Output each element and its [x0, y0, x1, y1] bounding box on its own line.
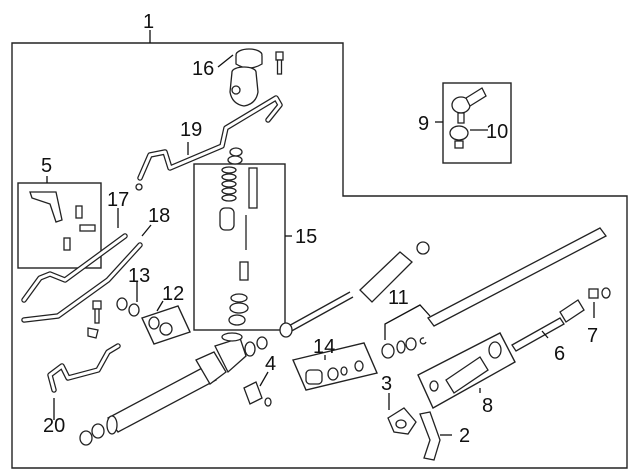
part-16-seal [235, 48, 263, 69]
callout-19: 19 [180, 119, 202, 141]
part-11-seals [381, 337, 427, 359]
part-8-boot [429, 341, 502, 394]
callout-4: 4 [265, 353, 276, 375]
box-15 [193, 163, 286, 331]
callout-3: 3 [381, 373, 392, 395]
leaders [46, 54, 595, 436]
part-15-valve-components [219, 147, 258, 326]
part-bolt-top [275, 51, 284, 75]
part-13-bushing [116, 297, 140, 317]
callout-10: 10 [486, 121, 508, 143]
callout-1: 1 [143, 11, 154, 33]
part-9-tie-rod-end [449, 87, 487, 149]
part-17-18-return-lines [21, 233, 143, 323]
part-bolt-left [87, 300, 102, 339]
callout-13: 13 [128, 265, 150, 287]
callout-5: 5 [41, 155, 52, 177]
part-19-pressure-line [135, 95, 283, 191]
box-8 [417, 332, 516, 409]
part-5-bracket [29, 191, 96, 251]
part-pinion-housing [229, 66, 259, 107]
callout-2: 2 [459, 425, 470, 447]
part-12-bushings [148, 316, 173, 336]
part-rack-bar [427, 227, 607, 327]
box-5 [17, 182, 102, 269]
box-9 [442, 82, 512, 164]
part-rack-housing [79, 332, 268, 446]
callout-9: 9 [418, 113, 429, 135]
callout-15: 15 [295, 226, 317, 248]
part-20-line [47, 343, 121, 393]
part-2-clamp [419, 411, 441, 461]
callout-8: 8 [482, 395, 493, 417]
callout-11: 11 [388, 287, 409, 309]
callout-6: 6 [554, 343, 565, 365]
part-6-tie-rod [511, 299, 585, 352]
part-3-mount [387, 407, 417, 435]
part-14-components [305, 360, 364, 385]
callout-18: 18 [148, 205, 170, 227]
box-12 [141, 305, 191, 345]
part-7-nut [588, 287, 611, 299]
callout-14: 14 [313, 336, 335, 358]
assembly-outline [11, 42, 628, 469]
callout-20: 20 [43, 415, 65, 437]
callout-12: 12 [162, 283, 184, 305]
box-14 [292, 342, 378, 391]
callout-16: 16 [192, 58, 214, 80]
callout-17: 17 [107, 189, 129, 211]
callout-7: 7 [587, 325, 598, 347]
part-4-bushing [243, 381, 272, 407]
part-inner-tie-rod-upper [279, 241, 430, 338]
